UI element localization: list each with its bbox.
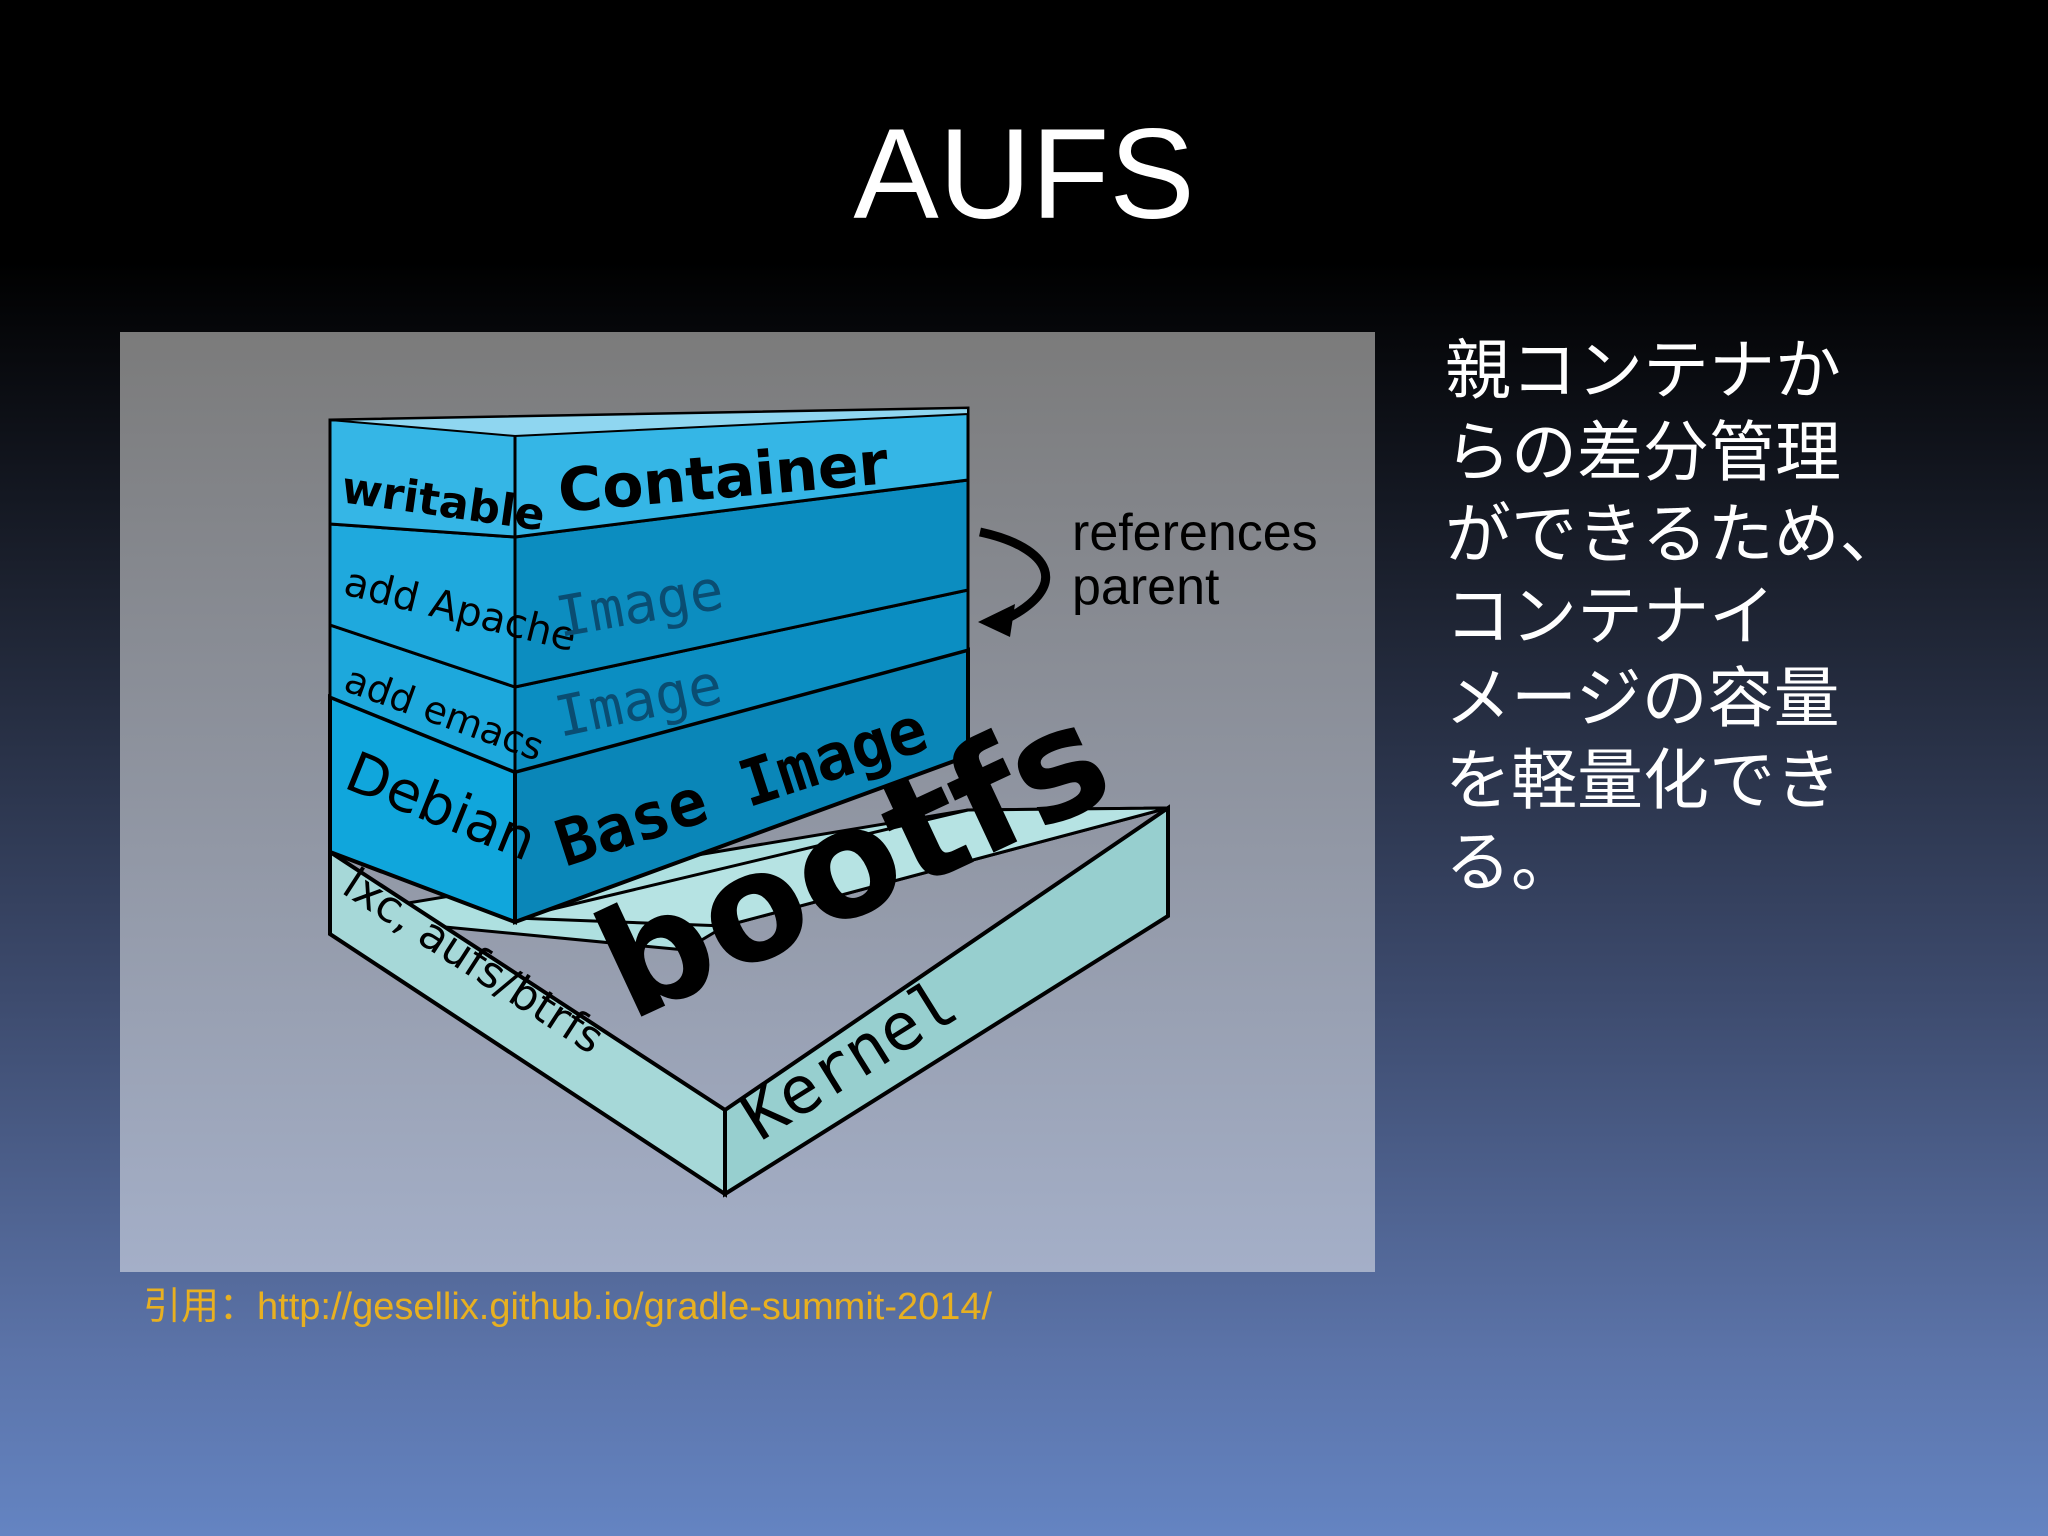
citation-link[interactable]: http://gesellix.github.io/gradle-summit-… (257, 1286, 993, 1328)
body-line: コンテナイ (1445, 578, 1775, 655)
body-line: を軽量化でき (1445, 742, 1841, 819)
body-line: ができるため、 (1445, 496, 1906, 573)
aufs-layer-diagram-svg: writable add Apache add emacs Debian lxc… (120, 332, 1375, 1272)
slide-title: AUFS (853, 103, 1195, 246)
references-parent-arrow (979, 527, 1051, 627)
bootfs-front-face (723, 804, 1170, 1198)
arrow-label-line1: references (1072, 504, 1318, 562)
arrow-label-line2: parent (1072, 558, 1220, 616)
citation-prefix: 引用： (143, 1286, 258, 1328)
arrow-head-icon (978, 604, 1015, 637)
body-line: 親コンテナか (1445, 332, 1841, 409)
aufs-diagram: writable add Apache add emacs Debian lxc… (120, 332, 1375, 1272)
body-line: メージの容量 (1445, 660, 1840, 737)
slide-body-text: 親コンテナか らの差分管理 ができるため、 コンテナイ メージの容量 を軽量化で… (1445, 330, 1985, 904)
body-line: らの差分管理 (1445, 414, 1841, 491)
citation: 引用：http://gesellix.github.io/gradle-summ… (143, 1282, 992, 1332)
body-line: る。 (1445, 824, 1577, 901)
container-top-edge (329, 406, 969, 438)
